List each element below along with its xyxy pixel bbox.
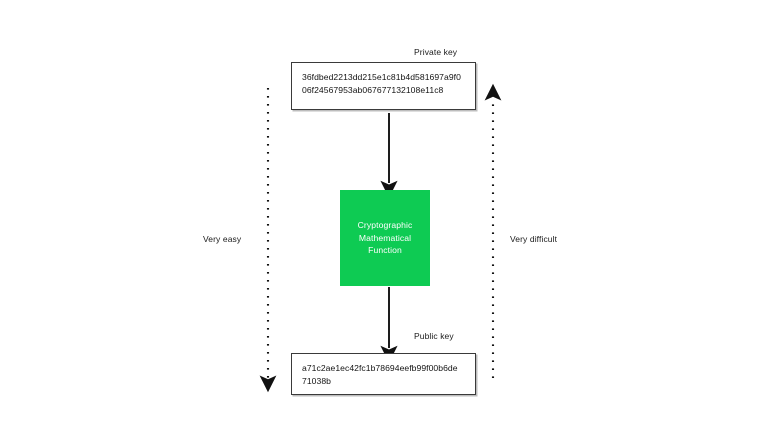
public-key-line-1: a71c2ae1ec42fc1b78694eefb99f00b6de [302,363,458,373]
cryptographic-function-box: Cryptographic Mathematical Function [340,190,430,286]
very-easy-label: Very easy [203,234,242,244]
function-box-line-3: Function [368,245,402,256]
function-box-line-1: Cryptographic [357,220,413,231]
private-key-line-2: 06f24567953ab067677132108e11c8 [302,84,444,95]
public-key-label: Public key [414,331,454,341]
public-key-line-2: 71038b [302,375,331,386]
private-key-box: 36fdbed2213dd215e1c81b4d581697a9f0 06f24… [291,62,476,110]
very-difficult-label: Very difficult [510,234,558,244]
public-key-box: a71c2ae1ec42fc1b78694eefb99f00b6de 71038… [291,353,476,395]
function-box-line-2: Mathematical [358,232,412,243]
private-key-label: Private key [414,47,458,57]
private-key-line-1: 36fdbed2213dd215e1c81b4d581697a9f0 [302,72,461,82]
